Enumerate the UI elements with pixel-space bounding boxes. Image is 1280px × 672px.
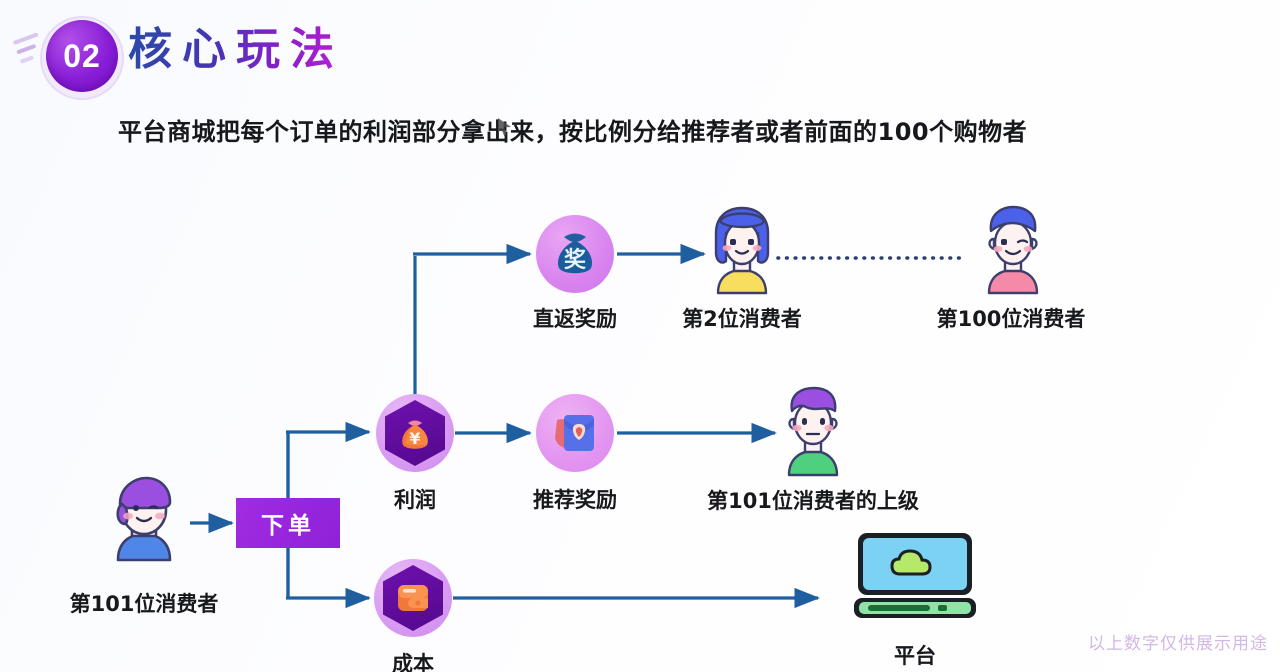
node-consumer-2[interactable] [704,203,780,304]
svg-text:¥: ¥ [409,429,420,448]
node-consumer-101-label: 第101位消费者 [69,592,219,616]
node-consumer-100-label: 第100位消费者 [936,307,1086,331]
node-platform[interactable] [848,530,982,625]
cost-hexagon [383,565,443,631]
watermark-text: 以上数字仅供展示用途 [1088,634,1268,654]
wallet-hexagon-icon [398,585,428,611]
laptop-cloud-icon [854,533,976,618]
node-profit-label: 利润 [394,488,436,512]
node-profit[interactable]: ¥ [376,394,454,472]
reward-bag-icon: 奖 [557,233,593,274]
node-direct-reward[interactable]: 奖 [536,215,614,293]
node-upline-label: 第101位消费者的上级 [707,489,919,513]
node-cost[interactable] [374,559,452,637]
order-button-node[interactable]: 下单 [236,498,340,548]
node-referral-reward[interactable] [536,394,614,472]
node-consumer-100[interactable] [975,203,1051,304]
node-cost-label: 成本 [392,652,434,672]
node-platform-label: 平台 [894,644,936,668]
profit-hexagon: ¥ [385,400,445,466]
section-number: 02 [63,38,101,74]
page-title: 核心玩法 [128,24,344,75]
blue-hair-person-avatar-icon [987,205,1039,295]
page-subtitle: 平台商城把每个订单的利润部分拿出来，按比例分给推荐者或者前面的100个购物者 [118,118,1028,146]
section-badge: 02 [12,12,124,104]
node-consumer-101[interactable] [96,468,192,573]
reward-bag-char: 奖 [564,247,587,273]
order-node-label: 下单 [261,513,315,539]
girl-with-cap-avatar-icon [116,476,172,562]
purple-hair-man-avatar-icon [787,386,839,477]
red-envelope-icon [555,415,594,451]
money-bag-hexagon-icon: ¥ [402,420,428,449]
blue-hair-woman-avatar-icon [714,206,770,295]
badge-circle: 02 [46,20,118,92]
node-consumer-2-label: 第2位消费者 [682,307,802,331]
node-direct-reward-label: 直返奖励 [533,307,617,331]
node-upline[interactable] [775,385,851,486]
node-referral-reward-label: 推荐奖励 [533,488,617,512]
